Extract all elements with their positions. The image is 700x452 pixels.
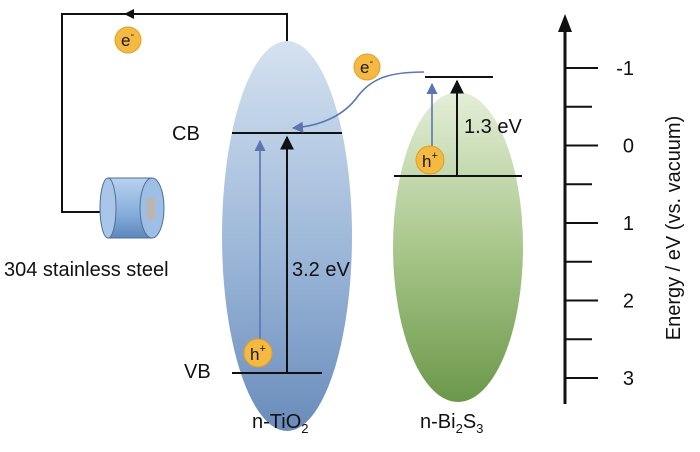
hole-badge-tio2: h+: [243, 338, 273, 368]
axis-tick-label: -1: [616, 58, 634, 80]
energy-axis-title: Energy / eV (vs. vacuum): [663, 116, 685, 341]
electron-badge-transfer: e-: [353, 53, 381, 81]
energy-axis-ticks: -1 0 1 2 3: [565, 58, 634, 390]
vb-label: VB: [184, 361, 211, 383]
circuit-wire: [61, 13, 288, 213]
steel-electrode: [99, 177, 165, 239]
tio2-gap-label: 3.2 eV: [292, 259, 350, 281]
tio2-label: n-TiO2: [252, 411, 309, 436]
electron-transfer-arrow: [291, 71, 425, 133]
bi2s3-label: n-Bi2S3: [420, 411, 483, 436]
svg-text:h+: h+: [250, 343, 266, 364]
hole-badge-bi2s3: h+: [415, 145, 445, 175]
electron-badge-circuit: e-: [114, 26, 142, 54]
bi2s3-gap-label: 1.3 eV: [464, 116, 522, 138]
svg-text:h+: h+: [422, 150, 438, 171]
energy-axis-arrow-icon: [558, 14, 572, 32]
svg-text:e-: e-: [121, 29, 134, 50]
cb-label: CB: [172, 123, 200, 145]
svg-text:e-: e-: [360, 56, 373, 77]
steel-label: 304 stainless steel: [4, 259, 169, 281]
axis-tick-label: 0: [623, 136, 634, 158]
circuit-arrow-icon: [124, 9, 134, 19]
axis-tick-label: 2: [623, 291, 634, 313]
axis-tick-label: 3: [623, 368, 634, 390]
axis-tick-label: 1: [623, 213, 634, 235]
